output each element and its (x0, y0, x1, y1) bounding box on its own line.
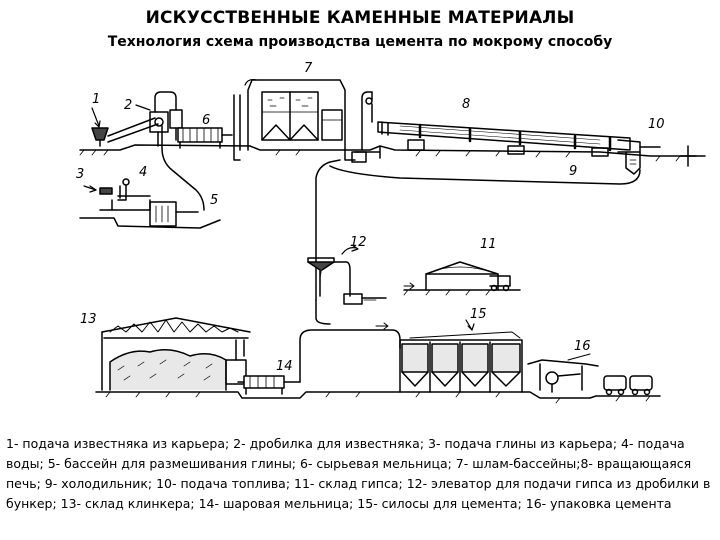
label-8: 8 (462, 97, 470, 112)
label-2: 2 (124, 98, 132, 113)
page-title: ИСКУССТВЕННЫЕ КАМЕННЫЕ МАТЕРИАЛЫ (145, 8, 575, 28)
slurry-elevator (351, 91, 381, 163)
main-pipe-bottom (315, 299, 331, 325)
ground-hatch-top (79, 149, 681, 162)
kiln-cooler (625, 151, 641, 175)
water-supply (117, 178, 151, 201)
ball-mill (237, 375, 301, 395)
arrow-cement (375, 322, 389, 330)
ground-line-top (79, 144, 706, 157)
label-6: 6 (202, 113, 210, 128)
label-15: 15 (470, 307, 487, 322)
label-11: 11 (480, 237, 497, 252)
legend-text: 1- подача известняка из карьера; 2- дроб… (6, 436, 711, 511)
label-13: 13 (80, 312, 97, 327)
label-5: 5 (210, 193, 218, 208)
ground-hatch-bottom (105, 391, 651, 404)
ground-line-bottom (95, 391, 661, 399)
label-12: 12 (350, 235, 367, 250)
raw-mill (177, 127, 233, 149)
rotary-kiln (377, 121, 661, 157)
label-9: 9 (569, 164, 577, 179)
cement-pipe (299, 329, 401, 383)
cement-silos (399, 319, 523, 393)
page-subtitle: Технология схема производства цемента по… (107, 34, 613, 50)
main-pipe-top (315, 159, 341, 301)
label-3: 3 (76, 167, 84, 182)
cement-packaging (527, 353, 653, 396)
clay-mixing-basin (99, 199, 199, 227)
label-14: 14 (276, 359, 293, 374)
clinker-storage (101, 317, 251, 391)
label-7: 7 (304, 61, 313, 76)
clay-slurry-pipe (161, 125, 205, 211)
slurry-basins (244, 78, 356, 161)
cooler-return-pipe (329, 165, 641, 185)
limestone-crusher (107, 104, 169, 147)
arrow-gypsum (403, 282, 415, 290)
label-16: 16 (574, 339, 591, 354)
pipe-down-1 (233, 94, 241, 161)
cement-process-diagram: 1 2 3 4 5 6 7 8 9 10 11 12 13 14 15 16 (76, 61, 706, 404)
gypsum-elevator (307, 244, 387, 305)
limestone-feed (91, 107, 109, 147)
end-marker (679, 145, 697, 167)
label-10: 10 (648, 117, 665, 132)
label-4: 4 (139, 165, 147, 180)
label-1: 1 (92, 92, 100, 107)
ground-line-mid (79, 217, 221, 229)
clay-feed (83, 185, 113, 195)
elevator-top (154, 91, 183, 141)
gypsum-storage (403, 261, 521, 296)
